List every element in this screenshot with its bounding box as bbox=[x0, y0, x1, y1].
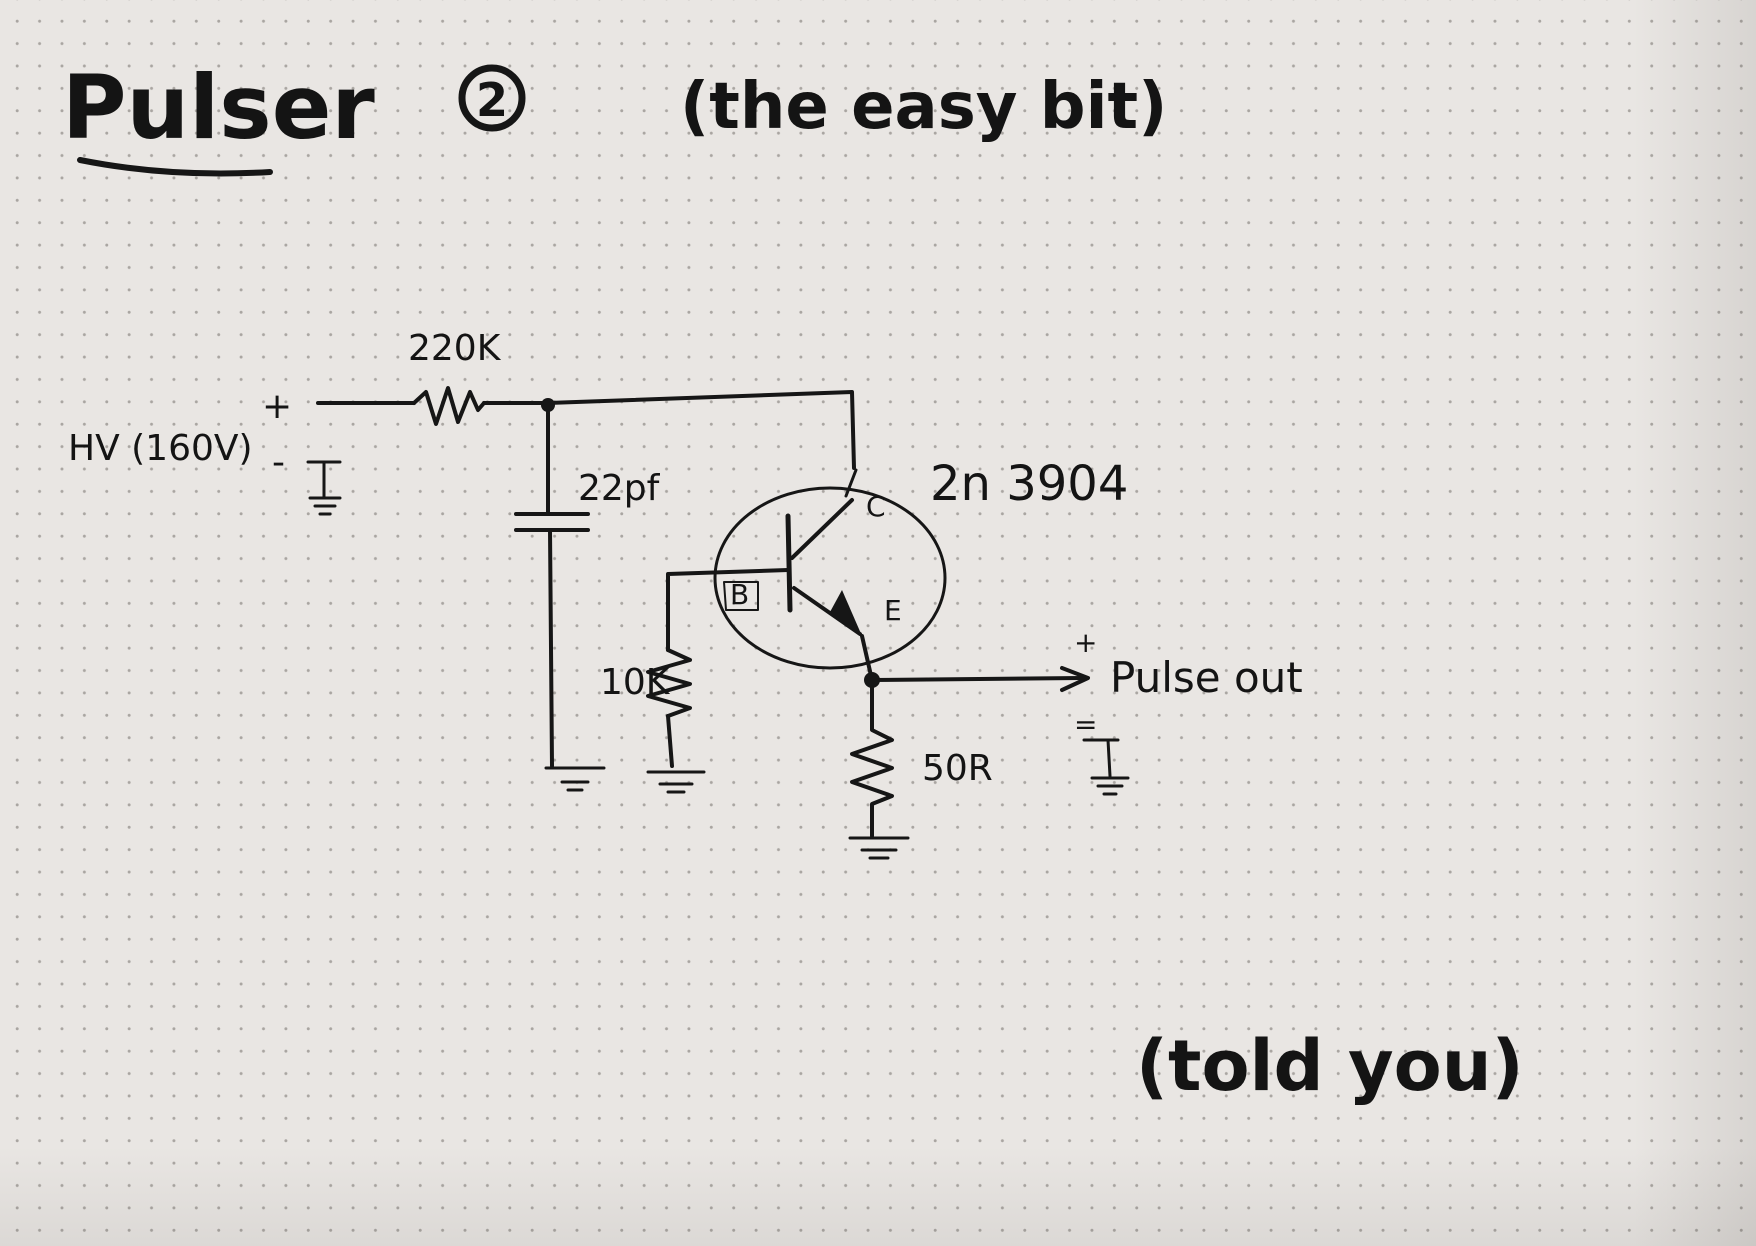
output-ground-symbol bbox=[1082, 738, 1130, 796]
resistor-220k bbox=[412, 386, 486, 426]
supply-plus: + bbox=[262, 386, 292, 427]
collector-tick bbox=[844, 468, 858, 498]
base-wire bbox=[666, 568, 790, 652]
emitter-arrow bbox=[830, 590, 862, 636]
capacitor-label: 22pf bbox=[578, 468, 661, 509]
title-number: 2 bbox=[476, 73, 508, 127]
page-subtitle: (the easy bit) bbox=[680, 70, 1167, 144]
footnote-text: (told you) bbox=[1136, 1025, 1524, 1107]
collector-lead bbox=[790, 498, 854, 560]
resistor-10k bbox=[646, 648, 692, 718]
base-bar bbox=[785, 513, 793, 613]
top-wire-right bbox=[482, 390, 856, 470]
transistor-body bbox=[713, 486, 947, 670]
resistor-220k-label: 220K bbox=[408, 328, 502, 369]
emitter-pin-label: E bbox=[884, 594, 902, 627]
transistor-label: 2n 3904 bbox=[930, 456, 1128, 512]
base-pin-label: B bbox=[730, 578, 749, 611]
title-underline bbox=[77, 157, 273, 177]
capacitor-lead-bottom bbox=[548, 528, 554, 768]
base-pin-box bbox=[723, 581, 759, 611]
capacitor-22pf bbox=[514, 512, 590, 532]
output-label: Pulse out bbox=[1110, 653, 1303, 702]
emitter-ground-symbol bbox=[848, 836, 910, 860]
output-wire bbox=[870, 676, 1084, 682]
supply-label: HV (160V) bbox=[68, 428, 253, 469]
page-title: Pulser bbox=[62, 56, 375, 159]
emitter-lead bbox=[792, 586, 862, 636]
supply-minus: - bbox=[272, 442, 285, 483]
capacitor-ground-symbol bbox=[544, 766, 606, 792]
resistor-50r-label: 50R bbox=[922, 748, 993, 789]
resistor-10k-label: 10K bbox=[600, 662, 671, 703]
resistor-50r bbox=[850, 678, 894, 838]
supply-ground-symbol bbox=[306, 460, 342, 516]
collector-pin-label: C bbox=[866, 490, 886, 523]
output-minus: = bbox=[1074, 708, 1097, 741]
title-number-circle bbox=[458, 64, 526, 132]
output-arrow bbox=[1060, 666, 1090, 692]
base-resistor-lead bbox=[666, 714, 674, 768]
base-ground-symbol bbox=[646, 770, 706, 794]
output-plus: + bbox=[1074, 626, 1097, 659]
